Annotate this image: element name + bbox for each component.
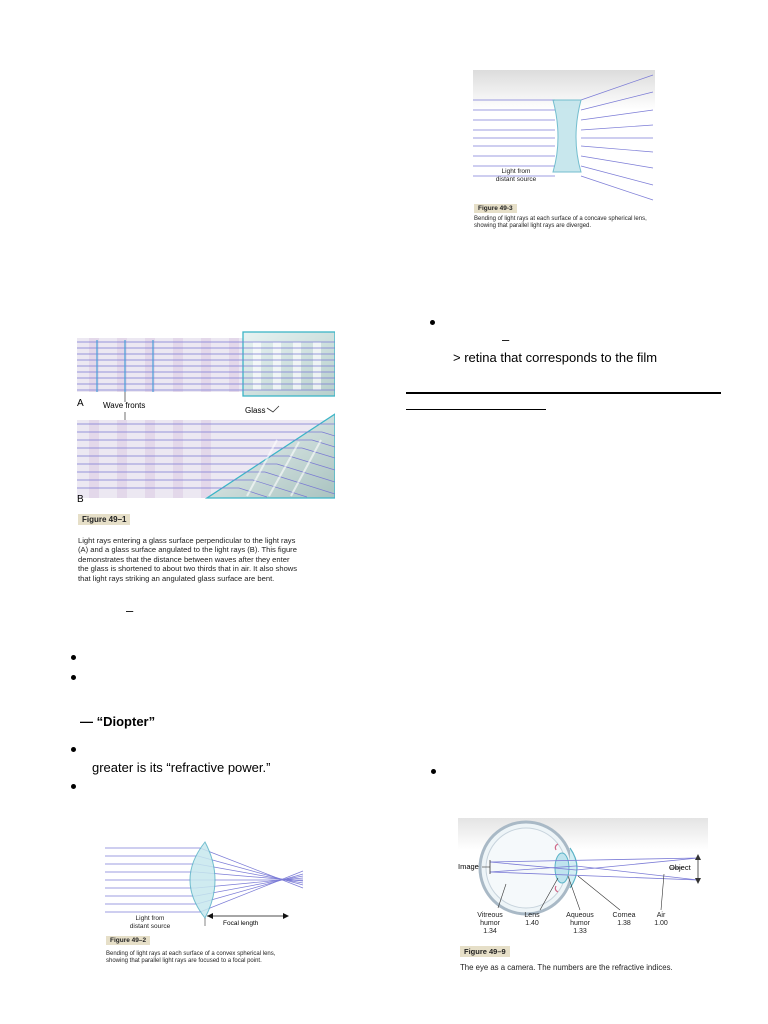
vitreous-label-1: Vitreous	[477, 912, 503, 919]
bullet-2	[71, 675, 76, 680]
figure-49-3: Light from distant source	[473, 70, 655, 202]
label-a: A	[77, 398, 84, 409]
diopter-heading: — “Diopter”	[80, 714, 156, 729]
figure-49-2: Light from distant source Focal length	[105, 840, 305, 932]
bullet-4	[71, 784, 76, 789]
cornea-label-2: 1.38	[617, 920, 631, 927]
figure-49-3-label: Figure 49-3	[474, 204, 517, 213]
figure-49-1: A Wave fronts Glass B	[77, 330, 335, 510]
figure-49-2-label: Figure 49–2	[106, 936, 151, 945]
cornea-label-1: Cornea	[612, 912, 636, 919]
glass-refraction-diagram	[77, 331, 335, 499]
figure-49-2-caption: Bending of light rays at each surface of…	[106, 951, 276, 964]
wave-fronts-label: Wave fronts	[103, 401, 146, 410]
vitreous-label-3: 1.34	[483, 928, 497, 935]
lens-label-1: Lens	[524, 912, 540, 919]
source-label-2: distant source	[495, 175, 537, 183]
dash-mid: –	[126, 603, 134, 618]
bullet-3	[71, 747, 76, 752]
image-label: Image	[458, 862, 479, 871]
air-label-2: 1.00	[654, 920, 668, 927]
figure-49-9: Image Object Vitreous humor 1.34 Lens 1.…	[458, 818, 708, 944]
divider-long	[406, 392, 721, 394]
air-label-1: Air	[656, 912, 666, 919]
source-label-1: Light from	[135, 915, 165, 922]
concave-lens-diagram	[473, 70, 655, 202]
aqueous-label-3: 1.33	[573, 928, 587, 935]
retina-line: > retina that corresponds to the film	[453, 350, 658, 365]
source-label-1: Light from	[501, 168, 531, 175]
aqueous-label-2: humor	[570, 920, 590, 927]
vitreous-label-2: humor	[480, 920, 500, 927]
aqueous-label-1: Aqueous	[566, 912, 594, 919]
source-label-2: distant source	[129, 922, 171, 930]
figure-49-1-caption: Light rays entering a glass surface perp…	[78, 536, 298, 583]
dash-top: –	[502, 332, 510, 347]
lens-label-2: 1.40	[525, 920, 539, 927]
convex-lens-diagram	[105, 841, 304, 926]
eye-diagram	[458, 818, 708, 944]
label-b: B	[77, 494, 84, 505]
figure-49-9-caption: The eye as a camera. The numbers are the…	[460, 963, 673, 972]
figure-49-9-label: Figure 49–9	[460, 946, 510, 957]
refractive-power-text: greater is its “refractive power.”	[92, 760, 271, 775]
figure-49-3-caption: Bending of light rays at each surface of…	[474, 216, 647, 229]
bullet-1	[71, 655, 76, 660]
divider-short	[406, 409, 546, 410]
focal-length-label: Focal length	[223, 920, 259, 927]
figure-49-1-label: Figure 49–1	[78, 514, 131, 525]
bullet-right-2	[431, 769, 436, 774]
object-label: Object	[669, 863, 691, 872]
bullet-right-1	[430, 320, 435, 325]
glass-label: Glass	[245, 406, 266, 415]
